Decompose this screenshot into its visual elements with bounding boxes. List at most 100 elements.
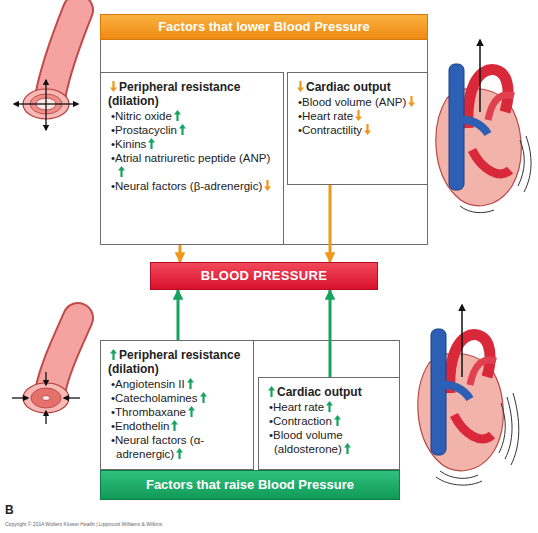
connector-arrow [179,245,182,262]
list-item-row: •Nitric oxide [108,109,277,123]
arrow-glyph [171,420,178,431]
blood-vessel [12,318,80,424]
list-item: •Neural factors (β-adrenergic) [111,180,262,192]
list-item-row: •Neural factors (α-adrenergic) [108,433,247,461]
list-item-row: •Catecholamines [108,391,247,405]
box-heading-row: Peripheral resistance (dilation) [108,80,277,108]
factor-box: Peripheral resistance (dilation) •Nitric … [100,72,284,245]
list-item: •Atrial natriuretic peptide (ANP) [111,152,270,164]
arrow-glyph [200,392,207,403]
title-band: Factors that lower Blood Pressure [100,14,428,40]
arrow-glyph [408,96,415,107]
frame [101,15,428,500]
blood-vessel-part [50,318,78,392]
list-item: •Heart rate [269,401,324,413]
list-item: •Heart rate [298,110,353,122]
heart-part [440,471,478,478]
center-band: BLOOD PRESSURE [150,262,378,290]
band-label: Factors that raise Blood Pressure [146,478,354,492]
arrow-glyph [176,448,183,459]
increase-arrow [171,420,178,431]
arrow-glyph [344,443,351,454]
connector-arrow [177,290,180,340]
heart-part [488,95,514,120]
box-heading: Peripheral resistance (dilation) [108,80,240,108]
list-item-row: •Prostacyclin [108,123,277,137]
heart-part [431,329,446,455]
increase-arrow [326,401,333,412]
blood-vessel-part [23,383,69,413]
decrease-arrow [264,180,271,191]
arrow-glyph [148,138,155,149]
blood-vessel-part [50,10,78,98]
increase-arrow [148,138,155,149]
arrow-glyph [264,180,271,191]
list-item-row: •Heart rate [266,400,393,414]
increase-arrow [268,386,275,397]
increase-arrow [188,406,195,417]
arrow-glyph [179,124,186,135]
list-item-row: •Contractility [295,123,421,137]
increase-arrow [344,443,351,454]
arrow-glyph [334,415,341,426]
blood-vessel-part [45,104,46,130]
list-item: •Catecholamines [111,392,198,404]
box-heading-row: Cardiac output [295,80,421,94]
list-item: •Kinins [111,138,146,150]
decrease-arrow [297,81,304,92]
box-heading-row: Peripheral resistance (dilation) [108,348,247,376]
increase-arrow [110,349,117,360]
heart-part [499,403,505,453]
blood-vessel-part [45,372,46,385]
blood-vessel-part [45,411,46,424]
increase-arrow [187,378,194,389]
heart-part [479,40,481,112]
list-item: •Neural factors (α-adrenergic) [111,434,204,460]
list-item: •Blood volume (ANP) [298,96,406,108]
frame-part [101,341,400,500]
blood-vessel [14,10,78,130]
copyright-note: Copyright © 2014 Wolters Kluwer Health |… [5,521,162,527]
list-item-row: •Blood volume (aldosterone) [266,428,393,456]
heart-part [461,305,463,377]
box-heading: Peripheral resistance (dilation) [108,348,240,376]
list-item: •Angiotensin II [111,378,185,390]
arrow-glyph [364,124,371,135]
connector-arrow [329,185,332,262]
arrow-glyph [297,81,304,92]
blood-vessel-part [12,397,28,398]
arrow-glyph [268,386,275,397]
list-item: •Endothelin [111,420,169,432]
decrease-arrow [355,110,362,121]
band-label: BLOOD PRESSURE [201,269,327,283]
panel-letter: B [5,503,14,517]
list-item-row: •Contraction [266,414,393,428]
heart-part [460,206,494,213]
list-item: •Contractility [298,124,362,136]
heart-part [436,477,482,485]
heart-part [524,136,531,192]
title-band: Factors that raise Blood Pressure [100,470,400,500]
list-item-row: •Atrial natriuretic peptide (ANP) [108,151,277,179]
list-item: •Contraction [269,415,332,427]
arrow-glyph [355,110,362,121]
heart-part [456,120,488,134]
blood-vessel-part [64,397,80,398]
arrow-glyph [110,81,117,92]
heart [418,305,519,485]
heart-part [454,415,492,439]
decrease-arrow [364,124,371,135]
heart-part [472,150,510,174]
list-item: •Nitric oxide [111,110,172,122]
list-item-row: •Blood volume (ANP) [295,95,421,109]
blood-vessel-part [45,80,46,104]
blood-vessel-part [50,10,78,98]
list-item-row: •Angiotensin II [108,377,247,391]
blood-vessel-part [50,318,78,392]
list-item-row: •Heart rate [295,109,421,123]
list-item: •Prostacyclin [111,124,177,136]
connector-arrow [329,290,332,377]
list-item-row: •Thrombaxane [108,405,247,419]
band-label: Factors that lower Blood Pressure [158,20,370,34]
